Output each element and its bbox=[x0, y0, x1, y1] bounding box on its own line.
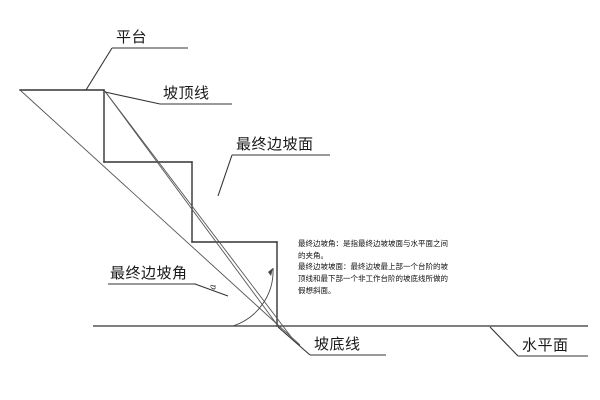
slope-construction-line bbox=[103, 89, 282, 331]
angle-arc-path bbox=[232, 267, 274, 327]
note-line-3: 最终边坡坡面：最终边坡最上部一个台阶的坡 bbox=[298, 262, 448, 272]
alpha-angle-symbol: a bbox=[208, 284, 219, 290]
label-crest-line: 坡顶线 bbox=[163, 84, 210, 102]
label-horizontal-plane: 水平面 bbox=[522, 336, 569, 354]
slope-angle-arc bbox=[232, 267, 274, 327]
leader-horizontal-plane bbox=[489, 326, 519, 357]
leader-final-slope-face bbox=[217, 154, 233, 197]
leader-final-slope-angle bbox=[194, 283, 229, 297]
final-slope-construction-lines bbox=[19, 89, 301, 346]
note-line-5: 假想斜面。 bbox=[298, 285, 336, 295]
definition-note-block: 最终边坡角：是指最终边坡坡面与水平面之间 的夹角。 最终边坡坡面：最终边坡最上部… bbox=[298, 238, 450, 296]
leader-platform bbox=[85, 47, 113, 91]
leader-crest-line bbox=[104, 91, 161, 105]
bench-profile bbox=[19, 89, 278, 327]
leader-toe-line bbox=[277, 326, 311, 356]
label-underlines bbox=[108, 47, 588, 357]
angle-arc-arrowhead bbox=[268, 268, 273, 276]
label-platform: 平台 bbox=[116, 28, 148, 46]
leader-lines bbox=[85, 47, 519, 357]
final-slope-face-line bbox=[103, 89, 293, 339]
note-line-1: 最终边坡角：是指最终边坡坡面与水平面之间 bbox=[298, 239, 448, 248]
note-line-2: 的夹角。 bbox=[298, 250, 328, 260]
label-final-slope-angle: 最终边坡角 bbox=[110, 264, 188, 282]
note-line-4: 顶线和最下部一个非工作台阶的坡底线所做的 bbox=[298, 273, 448, 283]
label-toe-line: 坡底线 bbox=[314, 335, 361, 353]
final-slope-plane-line bbox=[19, 89, 301, 346]
label-final-slope-face: 最终边坡面 bbox=[236, 135, 314, 153]
